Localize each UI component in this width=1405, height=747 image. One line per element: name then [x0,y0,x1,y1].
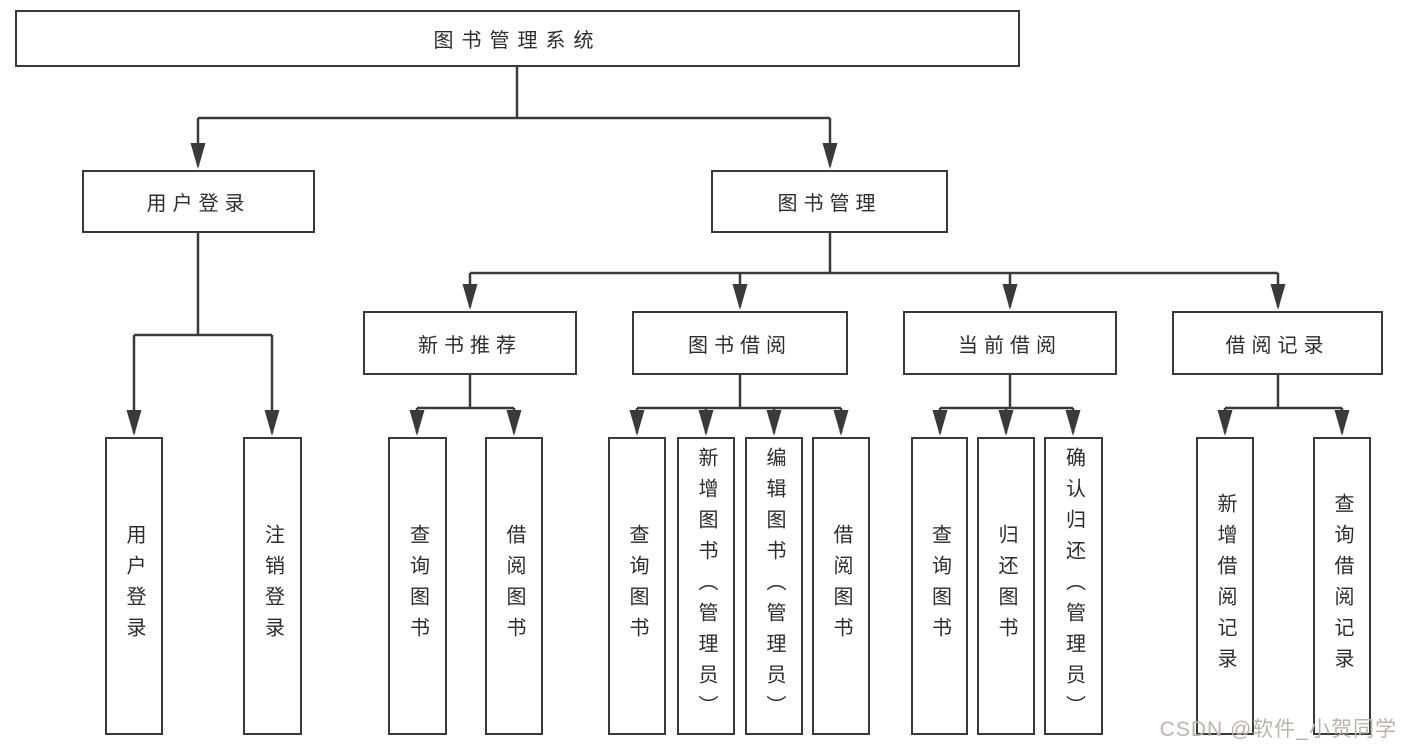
leaf-borrowing-borrow-books: 借阅图书 [812,437,870,735]
node-user-login: 用户登录 [82,170,315,233]
leaf-current-query-books-label: 查询图书 [928,524,951,648]
node-library-system-label: 图书管理系统 [433,30,602,52]
leaf-user-login: 用户登录 [105,437,163,735]
node-book-borrowing: 图书借阅 [632,311,848,375]
leaf-borrowing-add-books-admin: 新增图书（管理员） [677,437,735,735]
leaf-user-login-label: 用户登录 [123,524,145,648]
node-book-management: 图书管理 [711,170,948,233]
leaf-borrowing-edit-books-admin: 编辑图书（管理员） [745,437,803,735]
leaf-current-confirm-return-admin: 确认归还（管理员） [1044,437,1103,735]
node-current-borrowing: 当前借阅 [903,311,1117,375]
leaf-records-query-borrow-record: 查询借阅记录 [1313,437,1371,735]
leaf-borrowing-add-books-admin-label: 新增图书（管理员） [695,446,717,726]
node-library-system: 图书管理系统 [15,10,1020,67]
node-current-borrowing-label: 当前借阅 [958,334,1062,357]
leaf-current-query-books: 查询图书 [911,437,968,735]
leaf-newbook-query-books: 查询图书 [388,437,447,735]
leaf-newbook-query-books-label: 查询图书 [406,524,429,648]
node-book-management-label: 图书管理 [777,193,882,215]
leaf-logout-login-label: 注销登录 [261,524,284,648]
node-borrowing-records-label: 借阅记录 [1225,334,1330,357]
leaf-borrowing-edit-books-admin-label: 编辑图书（管理员） [763,446,785,726]
leaf-records-query-borrow-record-label: 查询借阅记录 [1331,493,1353,679]
leaf-records-add-borrow-record: 新增借阅记录 [1196,437,1254,735]
leaf-borrowing-query-books: 查询图书 [608,437,666,735]
leaf-current-return-books-label: 归还图书 [995,524,1017,648]
node-borrowing-records: 借阅记录 [1172,311,1383,375]
leaf-current-confirm-return-admin-label: 确认归还（管理员） [1062,446,1085,726]
arrowheads [126,143,1350,436]
leaf-current-return-books: 归还图书 [977,437,1035,735]
node-book-borrowing-label: 图书借阅 [688,334,792,357]
leaf-newbook-borrow-books-label: 借阅图书 [503,524,525,648]
node-new-book-recommend: 新书推荐 [363,311,577,375]
leaf-logout-login: 注销登录 [243,437,302,735]
node-new-book-recommend-label: 新书推荐 [418,334,522,357]
leaf-borrowing-borrow-books-label: 借阅图书 [830,524,852,648]
csdn-watermark: CSDN @软件_小贺同学 [1159,718,1397,741]
leaf-borrowing-query-books-label: 查询图书 [626,524,648,648]
leaf-records-add-borrow-record-label: 新增借阅记录 [1214,493,1236,679]
leaf-newbook-borrow-books: 借阅图书 [485,437,543,735]
node-user-login-label: 用户登录 [146,193,251,215]
